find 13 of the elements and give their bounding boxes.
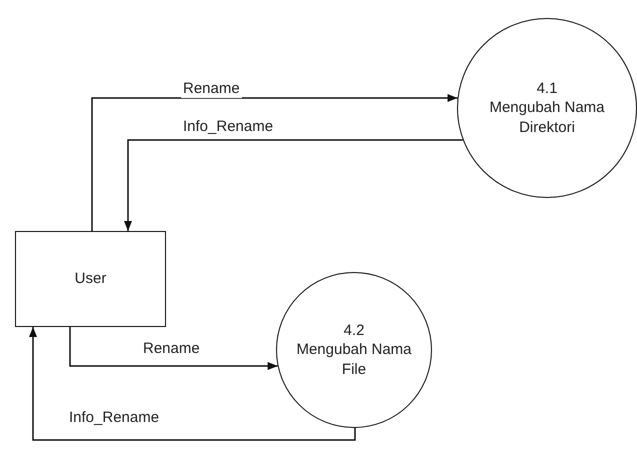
arrow [29, 327, 356, 441]
entity-box [15, 231, 166, 327]
arrow [124, 139, 463, 231]
arrow [91, 94, 458, 231]
edge-label: Info_Rename [67, 409, 162, 427]
process-number: 4.1 [536, 78, 558, 98]
process-number: 4.2 [344, 320, 364, 340]
node-label: Mengubah Nama Direktori [488, 98, 606, 138]
node-label: Mengubah Nama File [296, 340, 412, 380]
node-label: User [74, 269, 106, 289]
arrow [69, 327, 278, 370]
edge-label: Info_Rename [181, 118, 276, 136]
edge-label: Rename [181, 80, 242, 98]
